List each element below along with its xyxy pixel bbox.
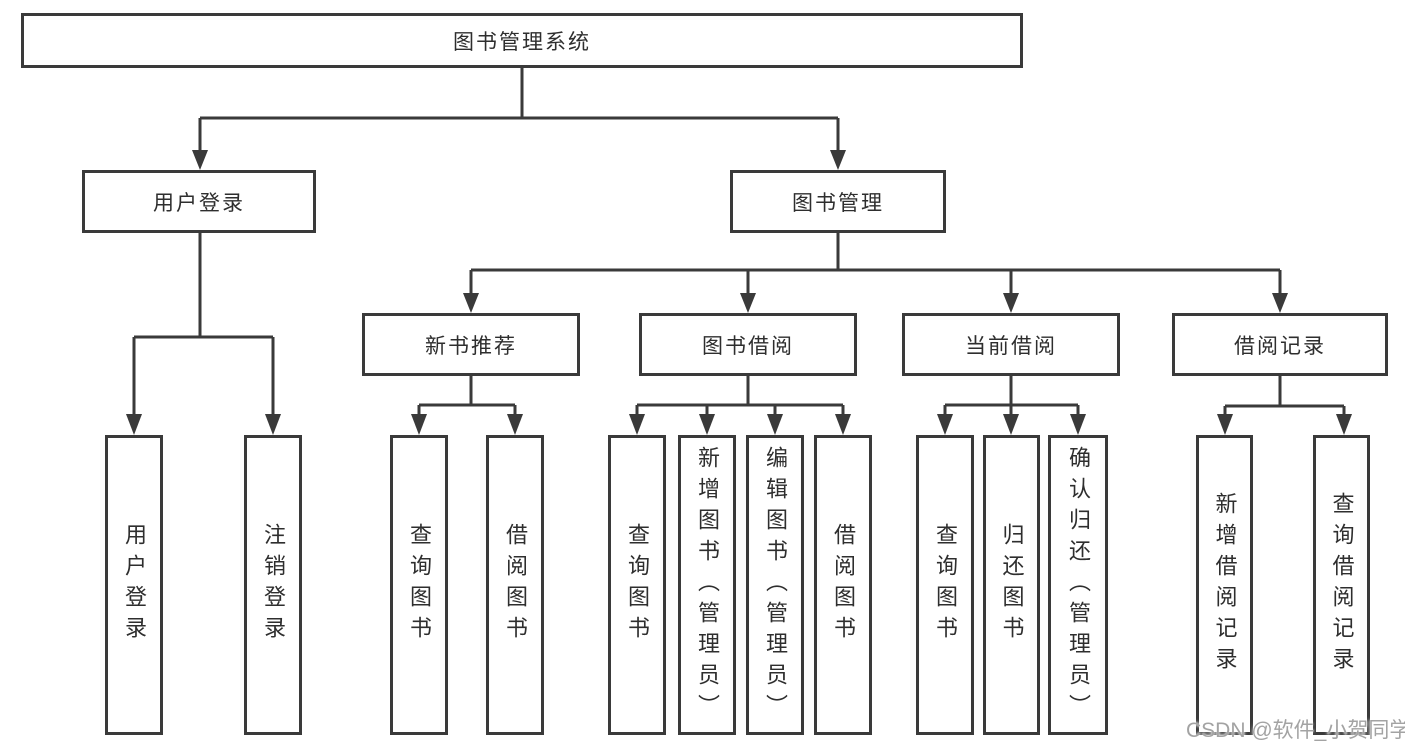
node-user-login: 用户登录 — [82, 170, 316, 233]
leaf-bb-add-book-admin-label: 新增图书（管理员） — [695, 445, 720, 725]
leaf-br-add-record-label: 新增借阅记录 — [1212, 492, 1238, 678]
node-borrow-records-label: 借阅记录 — [1234, 334, 1326, 358]
leaf-bb-borrow-books-label: 借阅图书 — [831, 523, 856, 647]
leaf-br-query-record-label: 查询借阅记录 — [1329, 492, 1355, 678]
leaf-logout: 注销登录 — [244, 435, 302, 735]
leaf-bb-query-books-label: 查询图书 — [625, 523, 650, 647]
leaf-nbr-borrow-books: 借阅图书 — [486, 435, 544, 735]
csdn-watermark: CSDN @软件_小贺同学 — [1186, 719, 1405, 742]
leaf-user-login-label: 用户登录 — [122, 523, 147, 647]
leaf-nbr-query-books: 查询图书 — [390, 435, 448, 735]
leaf-bb-add-book-admin: 新增图书（管理员） — [678, 435, 736, 735]
leaf-cb-return-book-label: 归还图书 — [999, 523, 1025, 647]
leaf-br-add-record: 新增借阅记录 — [1196, 435, 1253, 735]
connector-user-login-children — [126, 233, 281, 435]
connector-borrow-records-children — [1217, 376, 1352, 435]
leaf-logout-label: 注销登录 — [261, 523, 286, 647]
connector-new-book-rec-children — [411, 376, 523, 435]
node-book-borrow: 图书借阅 — [639, 313, 857, 376]
node-borrow-records: 借阅记录 — [1172, 313, 1388, 376]
leaf-cb-confirm-return-admin-label: 确认归还（管理员） — [1066, 445, 1091, 725]
leaf-cb-query-books: 查询图书 — [916, 435, 974, 735]
leaf-cb-return-book: 归还图书 — [983, 435, 1040, 735]
leaf-bb-query-books: 查询图书 — [608, 435, 666, 735]
node-root-system: 图书管理系统 — [21, 13, 1023, 68]
node-book-borrow-label: 图书借阅 — [702, 334, 794, 358]
node-user-login-label: 用户登录 — [153, 191, 245, 215]
node-book-mgmt-label: 图书管理 — [792, 191, 884, 215]
connector-book-mgmt-to-level3 — [463, 233, 1288, 313]
node-book-mgmt: 图书管理 — [730, 170, 946, 233]
leaf-br-query-record: 查询借阅记录 — [1313, 435, 1370, 735]
node-current-borrow: 当前借阅 — [902, 313, 1120, 376]
node-current-borrow-label: 当前借阅 — [965, 334, 1057, 358]
leaf-bb-borrow-books: 借阅图书 — [814, 435, 872, 735]
connector-current-borrow-children — [937, 376, 1086, 435]
leaf-nbr-query-books-label: 查询图书 — [407, 523, 432, 647]
leaf-cb-confirm-return-admin: 确认归还（管理员） — [1048, 435, 1108, 735]
node-new-book-rec-label: 新书推荐 — [425, 334, 517, 358]
connector-book-borrow-children — [629, 376, 851, 435]
node-root-system-label: 图书管理系统 — [453, 30, 591, 54]
node-new-book-rec: 新书推荐 — [362, 313, 580, 376]
leaf-nbr-borrow-books-label: 借阅图书 — [503, 523, 528, 647]
connector-root-to-level2 — [192, 68, 846, 170]
leaf-bb-edit-book-admin-label: 编辑图书（管理员） — [763, 445, 788, 725]
leaf-bb-edit-book-admin: 编辑图书（管理员） — [746, 435, 804, 735]
leaf-cb-query-books-label: 查询图书 — [933, 523, 958, 647]
leaf-user-login: 用户登录 — [105, 435, 163, 735]
